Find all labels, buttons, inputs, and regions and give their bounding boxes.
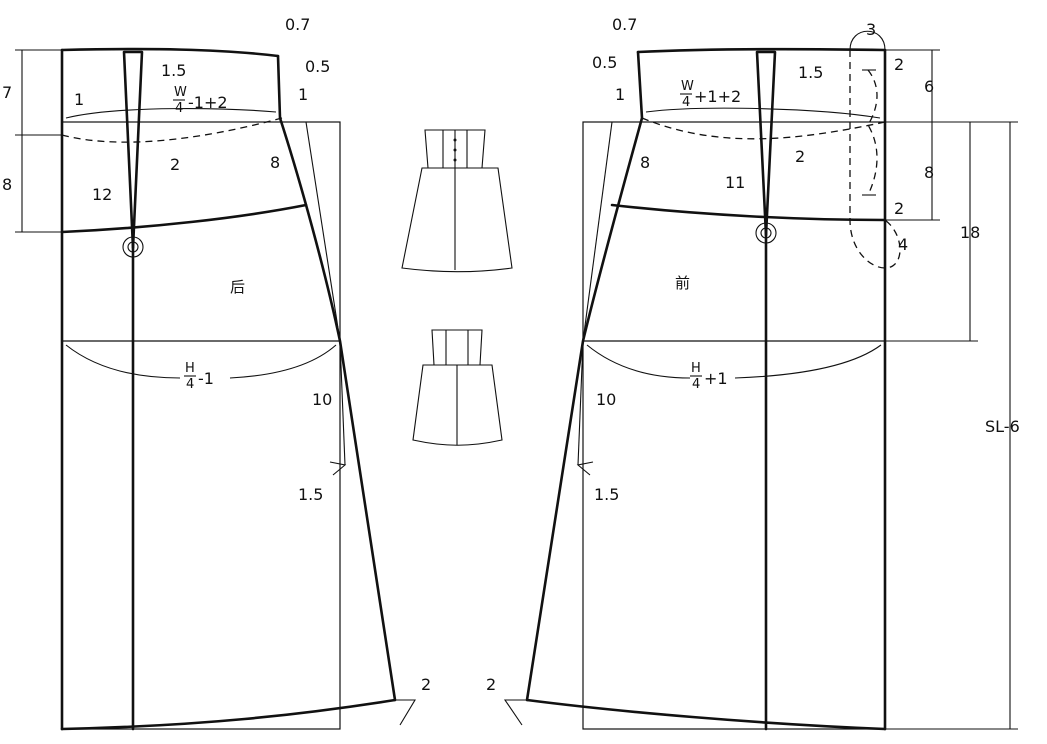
front-button-inner xyxy=(760,227,772,239)
back-flare-arrow xyxy=(329,461,347,476)
front-sketch-button xyxy=(453,148,457,152)
back-panel: 7 8 1 W 4 -1+2 1.5 2 12 0.7 0.5 1 8 后 H … xyxy=(2,15,431,731)
front-placket-offset-bottom-label: 2 xyxy=(894,199,904,218)
back-side-seam xyxy=(276,54,397,702)
back-helper-line xyxy=(305,121,341,342)
front-panel: 0.7 0.5 1 W 4 +1+2 1.5 2 11 8 前 H 4 +1 1… xyxy=(486,15,1020,731)
back-sketch-outline xyxy=(412,329,503,446)
back-waist-rise-label: 1 xyxy=(74,90,84,109)
front-placket-dash xyxy=(849,50,901,269)
back-hem-marker xyxy=(395,699,416,726)
back-waistband-seam xyxy=(60,203,308,234)
front-flare-arrow xyxy=(576,461,594,476)
front-dart-top-label: 1.5 xyxy=(798,63,823,82)
front-button-marker xyxy=(755,222,777,244)
back-waist-top xyxy=(60,47,280,58)
back-side-top-label-2: 0.5 xyxy=(305,57,330,76)
front-skirt-length-label: SL-6 xyxy=(985,417,1020,436)
front-waist-formula-tail: +1+2 xyxy=(694,87,741,106)
front-hip-arrow-right xyxy=(734,344,882,379)
back-flare-guide xyxy=(339,340,346,466)
front-panel-name: 前 xyxy=(675,274,690,292)
back-hip-formula-bottom: 4 xyxy=(186,377,194,392)
back-waist-formula-bottom: 4 xyxy=(175,101,183,116)
front-helper-line xyxy=(582,121,613,342)
front-hip-formula-tail: +1 xyxy=(704,369,728,388)
back-waist-height-label: 7 xyxy=(2,83,12,102)
front-side-seam xyxy=(525,50,644,702)
front-side-top-label-2: 0.5 xyxy=(592,53,617,72)
front-waist-height-label: 6 xyxy=(924,77,934,96)
back-waist-arrow xyxy=(65,108,277,119)
back-waist-dash xyxy=(61,117,283,143)
front-side-top-label-1: 0.7 xyxy=(612,15,637,34)
back-dart xyxy=(122,50,144,250)
back-hip-formula-top: H xyxy=(185,361,195,376)
front-dart xyxy=(755,50,777,237)
back-dart-side-label: 2 xyxy=(170,155,180,174)
front-hip-depth-label: 8 xyxy=(924,163,934,182)
back-dart-top-label: 1.5 xyxy=(161,61,186,80)
back-flare-length-label: 10 xyxy=(312,390,332,409)
back-flare-offset-label: 1.5 xyxy=(298,485,323,504)
front-placket-top xyxy=(849,30,886,51)
back-hip-arrow-right xyxy=(229,344,337,379)
front-waist-top xyxy=(636,47,887,54)
front-view-sketch xyxy=(401,129,513,273)
back-waist-formula-top: W xyxy=(174,85,187,100)
front-hip-arrow-left xyxy=(586,344,691,379)
front-waist-dash xyxy=(641,117,886,140)
front-waist-arrow xyxy=(645,107,881,119)
front-placket-curve-label: 4 xyxy=(898,235,908,254)
front-side-rise-label: 1 xyxy=(615,85,625,104)
front-sketch-button xyxy=(453,138,457,142)
front-side-curve-label: 8 xyxy=(640,153,650,172)
front-placket-curve xyxy=(867,69,878,196)
front-waistband-seam xyxy=(610,203,887,222)
front-placket-width-label: 3 xyxy=(866,20,876,39)
back-hem-rise-label: 2 xyxy=(421,675,431,694)
back-panel-name: 后 xyxy=(230,278,245,296)
front-flare-offset-label: 1.5 xyxy=(594,485,619,504)
front-sketch-button xyxy=(453,158,457,162)
front-hem xyxy=(525,698,887,731)
back-reference-rect xyxy=(61,121,341,730)
back-side-top-label-1: 0.7 xyxy=(285,15,310,34)
back-dart-length-label: 12 xyxy=(92,185,112,204)
back-view-sketch xyxy=(412,329,503,446)
back-hip-formula-tail: -1 xyxy=(198,369,214,388)
front-hem-marker xyxy=(503,699,527,726)
back-hem xyxy=(60,698,397,731)
front-hip-line-label: 18 xyxy=(960,223,980,242)
back-button-marker xyxy=(122,236,144,258)
front-hip-formula-top: H xyxy=(691,361,701,376)
front-flare-guide xyxy=(577,340,584,466)
front-hem-rise-label: 2 xyxy=(486,675,496,694)
back-side-rise-label: 1 xyxy=(298,85,308,104)
front-sketch-outline xyxy=(401,129,513,273)
front-waist-formula-top: W xyxy=(681,79,694,94)
front-hip-formula-bottom: 4 xyxy=(692,377,700,392)
front-dart-side-label: 2 xyxy=(795,147,805,166)
front-placket-offset-top-label: 2 xyxy=(894,55,904,74)
front-waist-formula-bottom: 4 xyxy=(682,95,690,110)
back-hip-arrow-left xyxy=(65,344,181,379)
front-reference-rect xyxy=(582,121,886,730)
back-hip-depth-label: 8 xyxy=(2,175,12,194)
back-side-curve-label: 8 xyxy=(270,153,280,172)
front-dart-length-label: 11 xyxy=(725,173,745,192)
front-flare-length-label: 10 xyxy=(596,390,616,409)
back-waist-formula-tail: -1+2 xyxy=(188,93,228,112)
back-button-inner xyxy=(127,241,139,253)
